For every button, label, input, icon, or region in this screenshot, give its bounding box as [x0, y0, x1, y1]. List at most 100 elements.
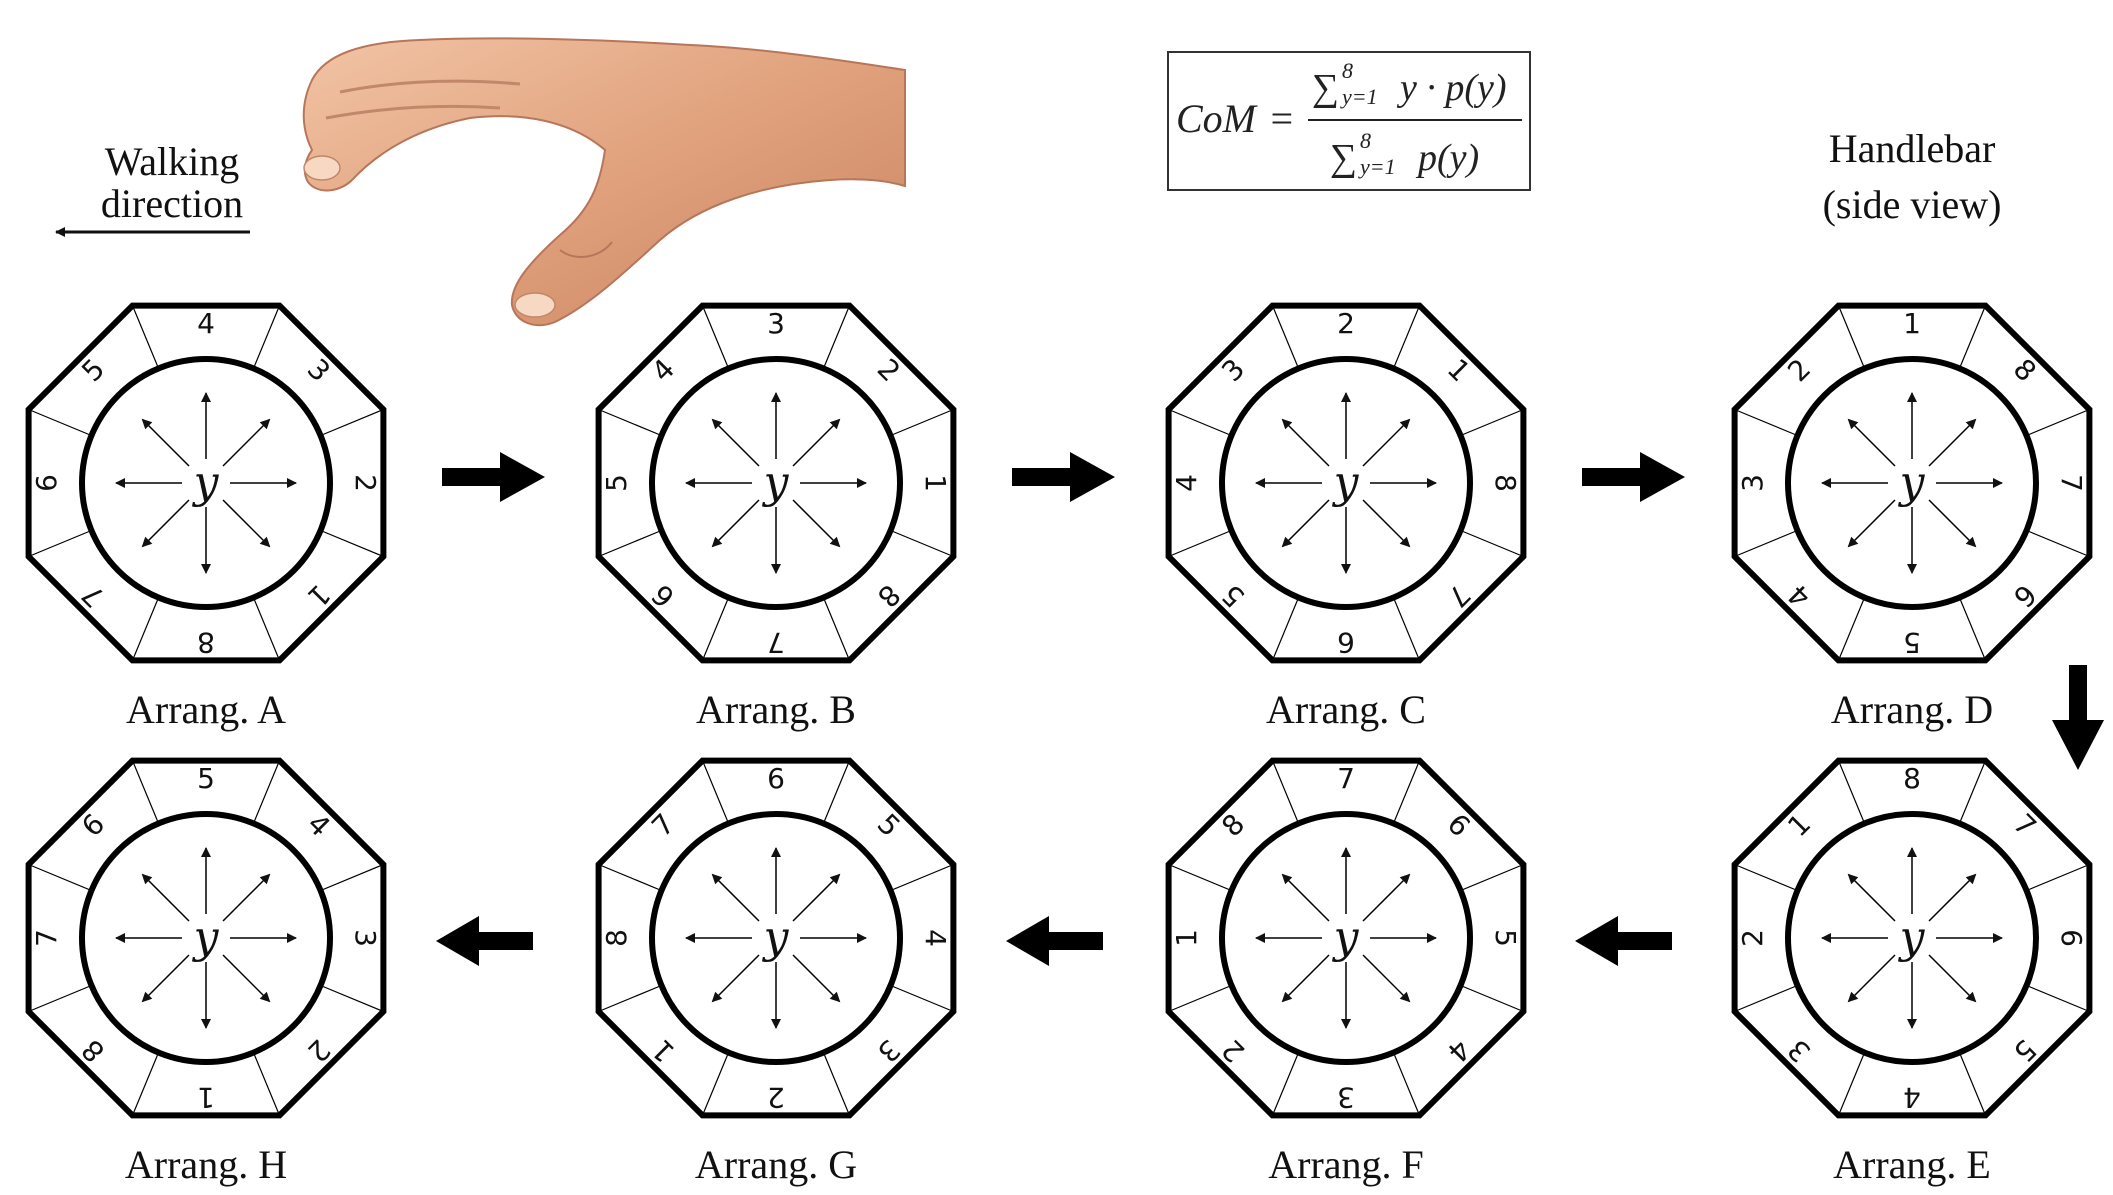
segment-divider	[1734, 529, 1798, 558]
segment-number: 5	[1489, 929, 1522, 947]
arrangement-caption: Arrang. D	[1831, 687, 1993, 732]
flow-arrows	[436, 452, 2104, 966]
segment-divider	[1958, 760, 1987, 824]
denominator-sum-icon: ∑	[1330, 137, 1357, 179]
denominator-body: p(y)	[1415, 137, 1479, 179]
denominator-lower-limit: y=1	[1358, 154, 1396, 179]
segment-number: 4	[919, 929, 952, 947]
segment-number: 3	[349, 929, 382, 947]
segment-number: 6	[30, 474, 63, 492]
arrow-down-icon	[2052, 665, 2104, 770]
segment-divider	[1271, 1052, 1300, 1116]
segment-divider	[28, 984, 92, 1013]
hand-illustration	[302, 37, 906, 327]
formula-equals: =	[1268, 96, 1295, 141]
segment-number: 1	[197, 1081, 215, 1114]
segment-divider	[131, 305, 160, 369]
arrow-right-icon	[1012, 452, 1115, 502]
segment-divider	[598, 529, 662, 558]
segment-number: 5	[600, 474, 633, 492]
arrow-right-icon	[1582, 452, 1685, 502]
segment-divider	[131, 1052, 160, 1116]
segment-number: 1	[1903, 307, 1921, 340]
segment-divider	[1271, 597, 1300, 661]
segment-divider	[598, 408, 662, 437]
segment-divider	[1958, 1052, 1987, 1116]
com-formula: CoM = ∑ 8 y=1 y · p(y) ∑ 8 y=1 p(y)	[1167, 51, 1531, 191]
direction-arrow-icon	[141, 418, 190, 467]
segment-divider	[2026, 408, 2090, 437]
arrangement-caption: Arrang. H	[125, 1142, 287, 1187]
segment-number: 8	[600, 929, 633, 947]
direction-arrow-icon	[711, 418, 760, 467]
direction-arrow-icon	[141, 873, 190, 922]
segment-number: 4	[197, 307, 215, 340]
direction-arrow-icon	[1928, 418, 1977, 467]
center-symbol: y	[762, 912, 790, 963]
segment-number: 6	[2055, 929, 2088, 947]
handlebar-line1: Handlebar	[1829, 126, 1996, 171]
segment-number: 3	[1337, 1081, 1355, 1114]
segment-number: 3	[767, 307, 785, 340]
segment-number: 4	[1170, 474, 1203, 492]
segment-divider	[1734, 984, 1798, 1013]
segment-divider	[890, 984, 954, 1013]
center-symbol: y	[762, 457, 790, 508]
segment-divider	[890, 863, 954, 892]
arrangement-caption: Arrang. E	[1833, 1142, 1991, 1187]
arrangement-caption: Arrang. G	[695, 1142, 857, 1187]
segment-number: 2	[1736, 929, 1769, 947]
direction-arrow-icon	[222, 954, 271, 1003]
direction-arrow-icon	[1847, 499, 1896, 548]
handlebar-line2: (side view)	[1823, 182, 2002, 227]
segment-divider	[1837, 597, 1866, 661]
direction-arrow-icon	[222, 873, 271, 922]
direction-arrow-icon	[1281, 873, 1330, 922]
segment-divider	[1392, 760, 1421, 824]
segment-divider	[1168, 863, 1232, 892]
arrangement-caption: Arrang. F	[1268, 1142, 1424, 1187]
segment-divider	[822, 760, 851, 824]
segment-number: 6	[1337, 626, 1355, 659]
segment-divider	[1460, 529, 1524, 558]
segment-divider	[320, 984, 384, 1013]
segment-divider	[131, 760, 160, 824]
direction-arrow-icon	[1281, 954, 1330, 1003]
segment-number: 8	[1489, 474, 1522, 492]
segment-divider	[1837, 305, 1866, 369]
center-symbol: y	[1898, 457, 1926, 508]
denominator-upper-limit: 8	[1360, 128, 1371, 153]
segment-divider	[252, 597, 281, 661]
segment-divider	[1460, 408, 1524, 437]
segment-divider	[890, 408, 954, 437]
direction-arrow-icon	[1847, 873, 1896, 922]
center-symbol: y	[1332, 912, 1360, 963]
segment-divider	[28, 408, 92, 437]
segment-divider	[1392, 305, 1421, 369]
segment-divider	[890, 529, 954, 558]
segment-divider	[2026, 984, 2090, 1013]
center-symbol: y	[1332, 457, 1360, 508]
center-symbol: y	[192, 912, 220, 963]
segment-divider	[28, 863, 92, 892]
segment-number: 8	[197, 626, 215, 659]
segment-divider	[1460, 863, 1524, 892]
numerator-body: y · p(y)	[1396, 67, 1507, 109]
segment-divider	[1734, 863, 1798, 892]
segment-number: 5	[1903, 626, 1921, 659]
direction-arrow-icon	[1847, 954, 1896, 1003]
direction-arrow-icon	[792, 873, 841, 922]
arrow-left-icon	[1006, 916, 1103, 966]
segment-divider	[1168, 984, 1232, 1013]
direction-arrow-icon	[1928, 954, 1977, 1003]
segment-number: 3	[1736, 474, 1769, 492]
direction-arrow-icon	[792, 418, 841, 467]
segment-divider	[320, 529, 384, 558]
